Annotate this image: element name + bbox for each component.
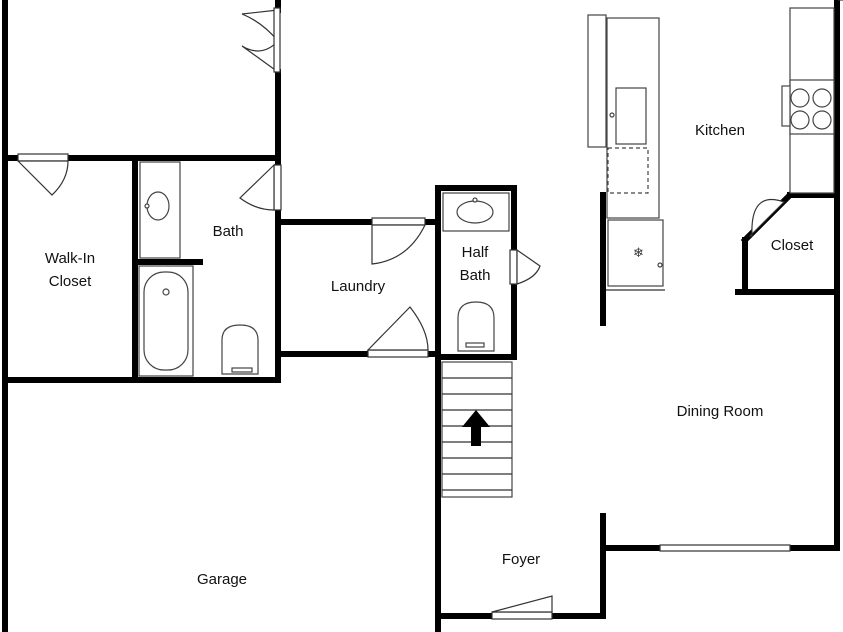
room-label-dining-room: Dining Room [677,403,764,420]
room-label-closet: Closet [771,237,814,254]
room-label-kitchen: Kitchen [695,122,745,139]
bath-sink [146,191,170,221]
room-label-garage: Garage [197,571,247,588]
staircase [441,361,513,498]
half-bath-sink [456,200,494,224]
room-label-half-bath: Half [462,244,490,261]
snowflake-icon: ❄ [633,246,644,261]
dishwasher [607,147,649,194]
room-label-walk-in-closet: Walk-In [45,250,95,267]
fixtures: ❄ [138,7,835,498]
doors [16,0,843,620]
half-bath-toilet [457,301,495,352]
bath-toilet [221,324,259,375]
room-label-bath: Bath [213,223,244,240]
room-label-half-bath-line2: Bath [460,267,491,284]
room-label-walk-in-closet-line2: Closet [49,273,92,290]
room-labels: Walk-In Closet Bath Laundry Half Bath Ki… [45,122,814,588]
room-label-foyer: Foyer [502,551,540,568]
kitchen-sink [615,87,647,145]
room-label-laundry: Laundry [331,278,386,295]
up-arrow-icon [462,410,490,446]
refrigerator [607,219,664,287]
